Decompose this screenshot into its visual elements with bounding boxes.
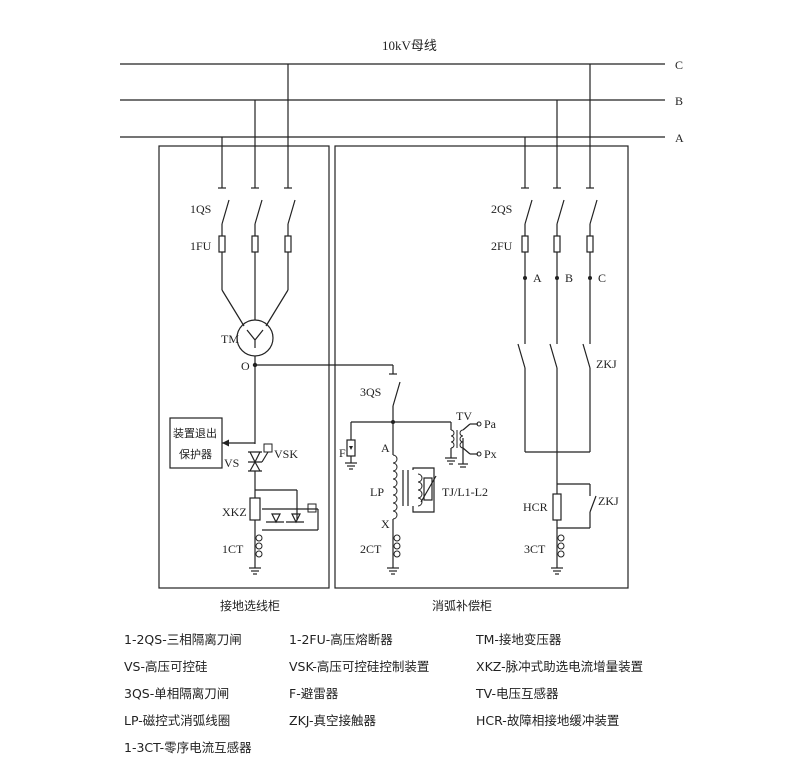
vs-label: VS [224, 456, 239, 470]
zkj2-label: ZKJ [598, 494, 619, 508]
left-panel-title: 接地选线柜 [220, 598, 280, 613]
f-label: F [339, 446, 346, 460]
legend-item: 1-2QS-三相隔离刀闸 [124, 632, 242, 647]
qs3-label: 3QS [360, 385, 381, 399]
right-panel-circuit: 3QS F [339, 64, 619, 575]
isolator-1qs [221, 199, 296, 225]
qs2-label: 2QS [491, 202, 512, 216]
tv-label: TV [456, 409, 472, 423]
hcr-label: HCR [523, 500, 548, 514]
xkz-label: XKZ [222, 505, 247, 519]
legend-item: TV-电压互感器 [476, 686, 559, 701]
pulse-device-xkz [249, 489, 319, 531]
legend-item: 3QS-单相隔离刀闸 [124, 686, 230, 701]
legend-item: TM-接地变压器 [476, 632, 562, 647]
legend-item: VSK-高压可控硅控制装置 [289, 659, 430, 674]
bus-label-c: C [675, 58, 683, 72]
voltage-transformer-tv [445, 421, 482, 468]
fu2-label: 2FU [491, 239, 513, 253]
legend-item: F-避雷器 [289, 686, 339, 701]
ct3-label: 3CT [524, 542, 546, 556]
fuse-1fu [218, 224, 292, 290]
legend-item: 1-2FU-高压熔断器 [289, 632, 393, 647]
pa-label: Pa [484, 417, 497, 431]
neutral-o-label: O [241, 359, 250, 373]
fuse-2fu [521, 224, 594, 253]
tj-label: TJ/L1-L2 [442, 485, 488, 499]
tm-label: TM [221, 332, 239, 346]
fu1-label: 1FU [190, 239, 212, 253]
legend-item: LP-磁控式消弧线圈 [124, 713, 231, 728]
qs1-label: 1QS [190, 202, 211, 216]
ct2-label: 2CT [360, 542, 382, 556]
protector-label-1: 装置退出 [173, 426, 217, 440]
buffer-device-hcr [552, 483, 597, 529]
ct1-label: 1CT [222, 542, 244, 556]
left-panel-circuit: TM O 装置退出 保护器 VS VSK [169, 64, 397, 575]
bus-label-b: B [675, 94, 683, 108]
protector-label-2: 保护器 [179, 447, 212, 461]
bus-title: 10kV母线 [382, 38, 437, 53]
isolator-3qs [392, 381, 401, 422]
bus-label-a: A [675, 131, 684, 145]
phase-b-label: B [565, 271, 573, 285]
a-terminal-label: A [381, 441, 390, 455]
zkj-label: ZKJ [596, 357, 617, 371]
right-panel-frame [334, 145, 629, 589]
transformer-tm [236, 319, 274, 357]
lp-label: LP [370, 485, 384, 499]
contactor-zkj [517, 343, 591, 369]
vsk-label: VSK [274, 447, 298, 461]
ct-1ct [249, 530, 263, 575]
arc-coil-lp [392, 454, 437, 520]
phase-c-label: C [598, 271, 606, 285]
legend-item: XKZ-脉冲式助选电流增量装置 [476, 659, 644, 674]
px-label: Px [484, 447, 497, 461]
thyristor-vs [248, 443, 273, 472]
arrester-f [345, 439, 357, 470]
legend-item: VS-高压可控硅 [124, 659, 208, 674]
legend-item: 1-3CT-零序电流互感器 [124, 740, 252, 755]
right-panel-title: 消弧补偿柜 [432, 598, 492, 613]
legend-item: ZKJ-真空接触器 [289, 713, 377, 728]
x-terminal-label: X [381, 517, 390, 531]
legend-item: HCR-故障相接地缓冲装置 [476, 713, 620, 728]
ct-2ct [387, 530, 401, 575]
left-panel-frame [158, 145, 330, 589]
isolator-2qs [524, 199, 598, 225]
busbars: 10kV母线 C B A [120, 38, 684, 145]
phase-a-label: A [533, 271, 542, 285]
ct-3ct [551, 528, 565, 575]
